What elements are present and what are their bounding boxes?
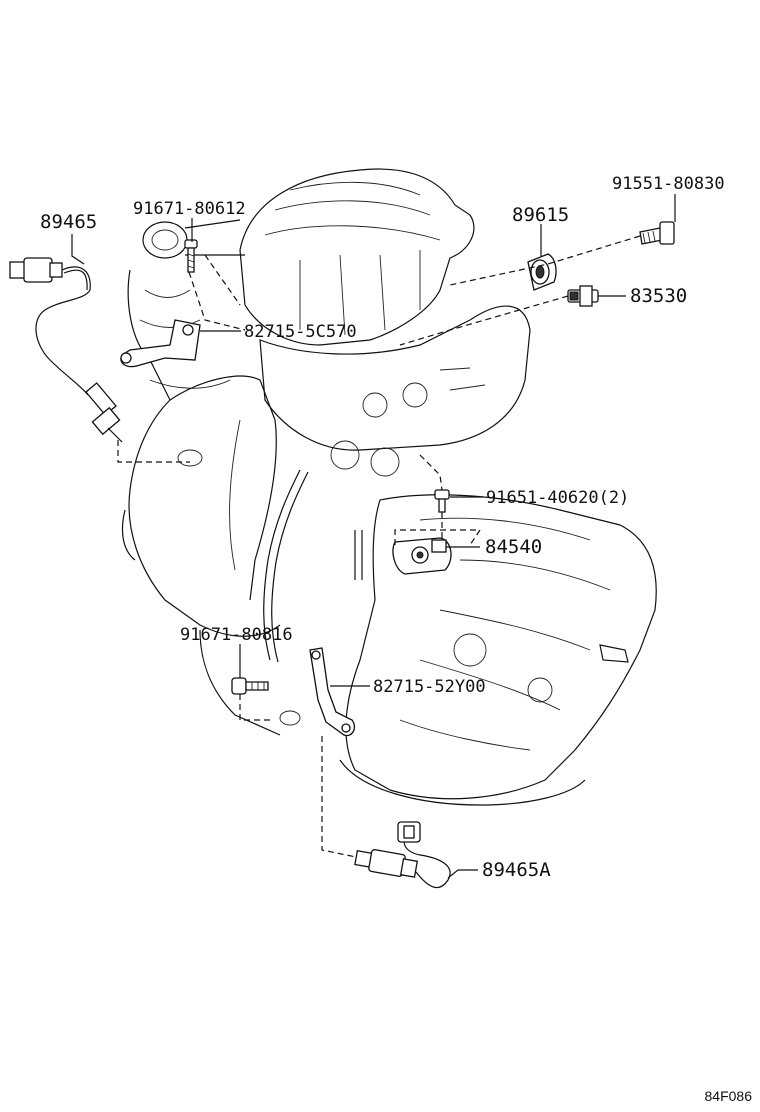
oxygen-sensor-89465A	[354, 821, 451, 889]
knock-sensor-89615	[527, 253, 557, 291]
bolt-91651-40620	[434, 489, 450, 513]
bolt-91551-80830	[639, 221, 675, 245]
label-89615: 89615	[512, 204, 570, 226]
label-89465: 89465	[40, 211, 98, 233]
diagram-code: 84F086	[704, 1088, 752, 1104]
label-83530: 83530	[630, 285, 688, 307]
label-91551-80830: 91551-80830	[612, 174, 725, 194]
label-82715-5C570: 82715-5C570	[244, 322, 357, 342]
leader-lines	[71, 194, 676, 879]
label-91671-80612: 91671-80612	[133, 199, 246, 219]
bolt-91671-80612	[184, 239, 198, 273]
oil-pressure-switch-83530	[567, 285, 599, 307]
label-84540: 84540	[485, 536, 543, 558]
label-91671-80816: 91671-80816	[180, 625, 293, 645]
dashed-reference-lines	[117, 235, 641, 858]
engine-assembly-drawing	[121, 168, 657, 806]
label-91651-40620: 91651-40620(2)	[486, 488, 630, 508]
bolt-91671-80816	[231, 677, 269, 695]
label-89465A: 89465A	[482, 859, 551, 881]
sensor-84540	[392, 537, 452, 575]
bracket-82715-5C570	[120, 319, 201, 368]
label-82715-52Y00: 82715-52Y00	[373, 677, 486, 697]
bracket-82715-52Y00	[309, 647, 356, 737]
oxygen-sensor-89465	[9, 257, 123, 443]
